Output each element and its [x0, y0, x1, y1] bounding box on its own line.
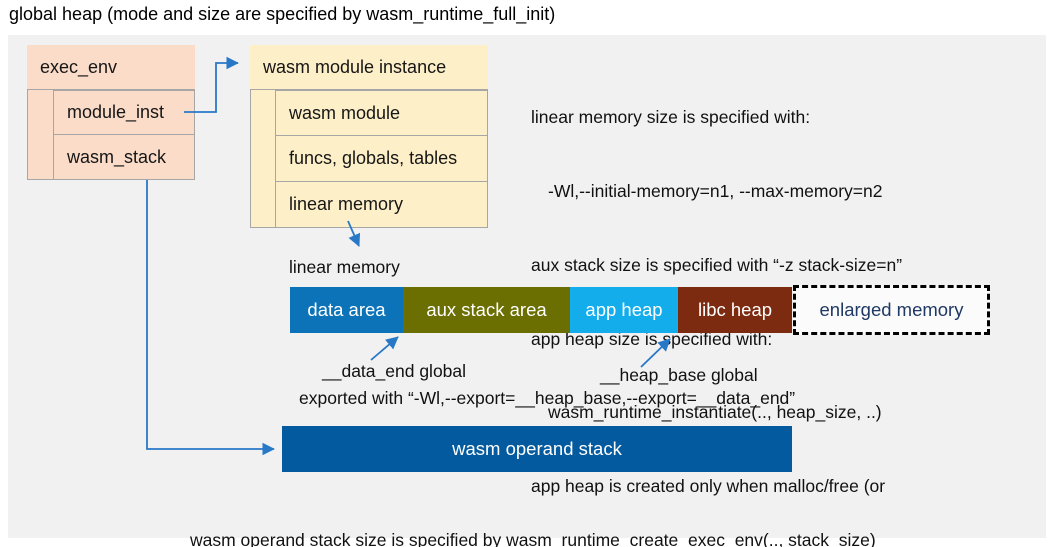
note-line: aux stack size is specified with “-z sta… — [531, 254, 903, 275]
page-title: global heap (mode and size are specified… — [9, 4, 556, 24]
segment-label: aux stack area — [426, 299, 547, 320]
bottom-notes: wasm operand stack size is specified by … — [190, 479, 876, 547]
data-end-global-label: __data_end global — [322, 361, 467, 381]
module-instance-title: wasm module instance — [250, 45, 488, 90]
exported-with-label: exported with “-Wl,--export=__heap_base,… — [299, 388, 796, 408]
memory-segment-data-area: data area — [290, 287, 403, 333]
note-line: -Wl,--initial-memory=n1, --max-memory=n2 — [548, 180, 883, 201]
linear-memory-box: linear memory — [275, 181, 488, 228]
memory-segment-aux-stack-area: aux stack area — [403, 287, 570, 333]
note-line: app heap is created only when malloc/fre… — [531, 476, 886, 497]
linear-memory-label: linear memory — [289, 257, 400, 277]
funcs-globals-tables-box: funcs, globals, tables — [275, 135, 488, 182]
note-line: linear memory size is specified with: — [531, 107, 811, 128]
memory-segment-enlarged-memory: enlarged memory — [793, 285, 990, 335]
heap-base-global-label: __heap_base global — [600, 365, 758, 385]
note-line: wasm_runtime_instantiate(.., heap_size, … — [548, 402, 882, 423]
note-line: wasm operand stack size is specified by … — [190, 530, 876, 547]
wasm-stack-box: wasm_stack — [53, 134, 195, 180]
exec-env-title: exec_env — [27, 45, 195, 90]
right-notes: linear memory size is specified with: -W… — [531, 56, 902, 547]
wasm-operand-stack-bar: wasm operand stack — [282, 426, 792, 472]
memory-segment-libc-heap: libc heap — [678, 287, 792, 333]
wasm-module-box: wasm module — [275, 90, 488, 136]
segment-label: enlarged memory — [819, 299, 964, 320]
segment-label: libc heap — [697, 299, 773, 320]
segment-label: app heap — [585, 299, 663, 320]
module-inst-box: module_inst — [53, 90, 195, 135]
memory-segment-app-heap: app heap — [570, 287, 678, 333]
segment-label: data area — [307, 299, 386, 320]
operand-stack-label: wasm operand stack — [452, 438, 622, 459]
